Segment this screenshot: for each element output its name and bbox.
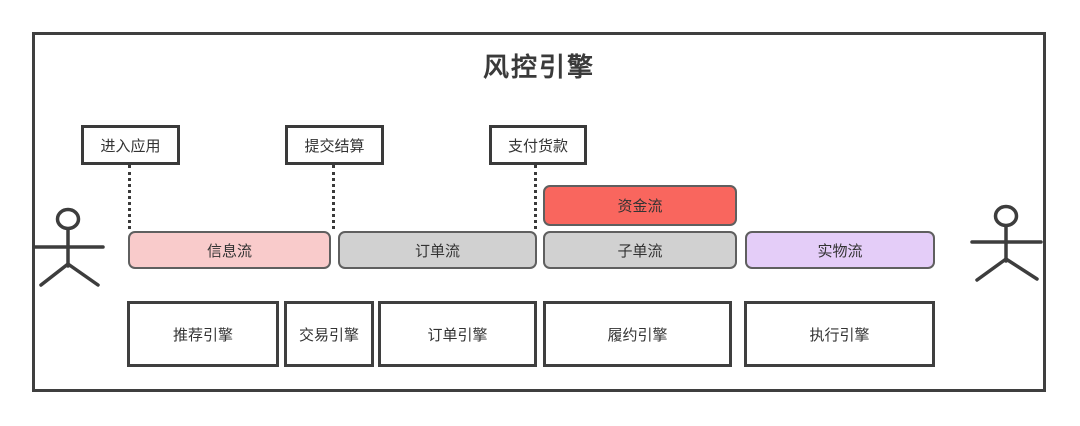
- engine-box-fulfillment: 履约引擎: [543, 301, 732, 367]
- bar-information-flow: 信息流: [128, 231, 331, 269]
- diagram-title: 风控引擎: [482, 52, 595, 82]
- dotted-connector-submit-settlement: [332, 165, 335, 229]
- event-box-pay-goods: 支付货款: [489, 125, 587, 165]
- dotted-connector-enter-app: [128, 165, 131, 229]
- bar-order-flow: 订单流: [338, 231, 537, 269]
- dotted-connector-pay-goods: [534, 165, 537, 229]
- bar-suborder-flow: 子单流: [543, 231, 737, 269]
- stick-figure-icon: [30, 206, 106, 290]
- engine-box-order: 订单引擎: [378, 301, 537, 367]
- bar-physical-flow: 实物流: [745, 231, 935, 269]
- event-box-submit-settlement: 提交结算: [285, 125, 384, 165]
- engine-box-transaction: 交易引擎: [284, 301, 374, 367]
- engine-box-execution: 执行引擎: [744, 301, 935, 367]
- stick-figure-icon: [968, 203, 1044, 287]
- engine-box-recommendation: 推荐引擎: [127, 301, 279, 367]
- event-box-enter-app: 进入应用: [81, 125, 180, 165]
- bar-capital-flow: 资金流: [543, 185, 737, 226]
